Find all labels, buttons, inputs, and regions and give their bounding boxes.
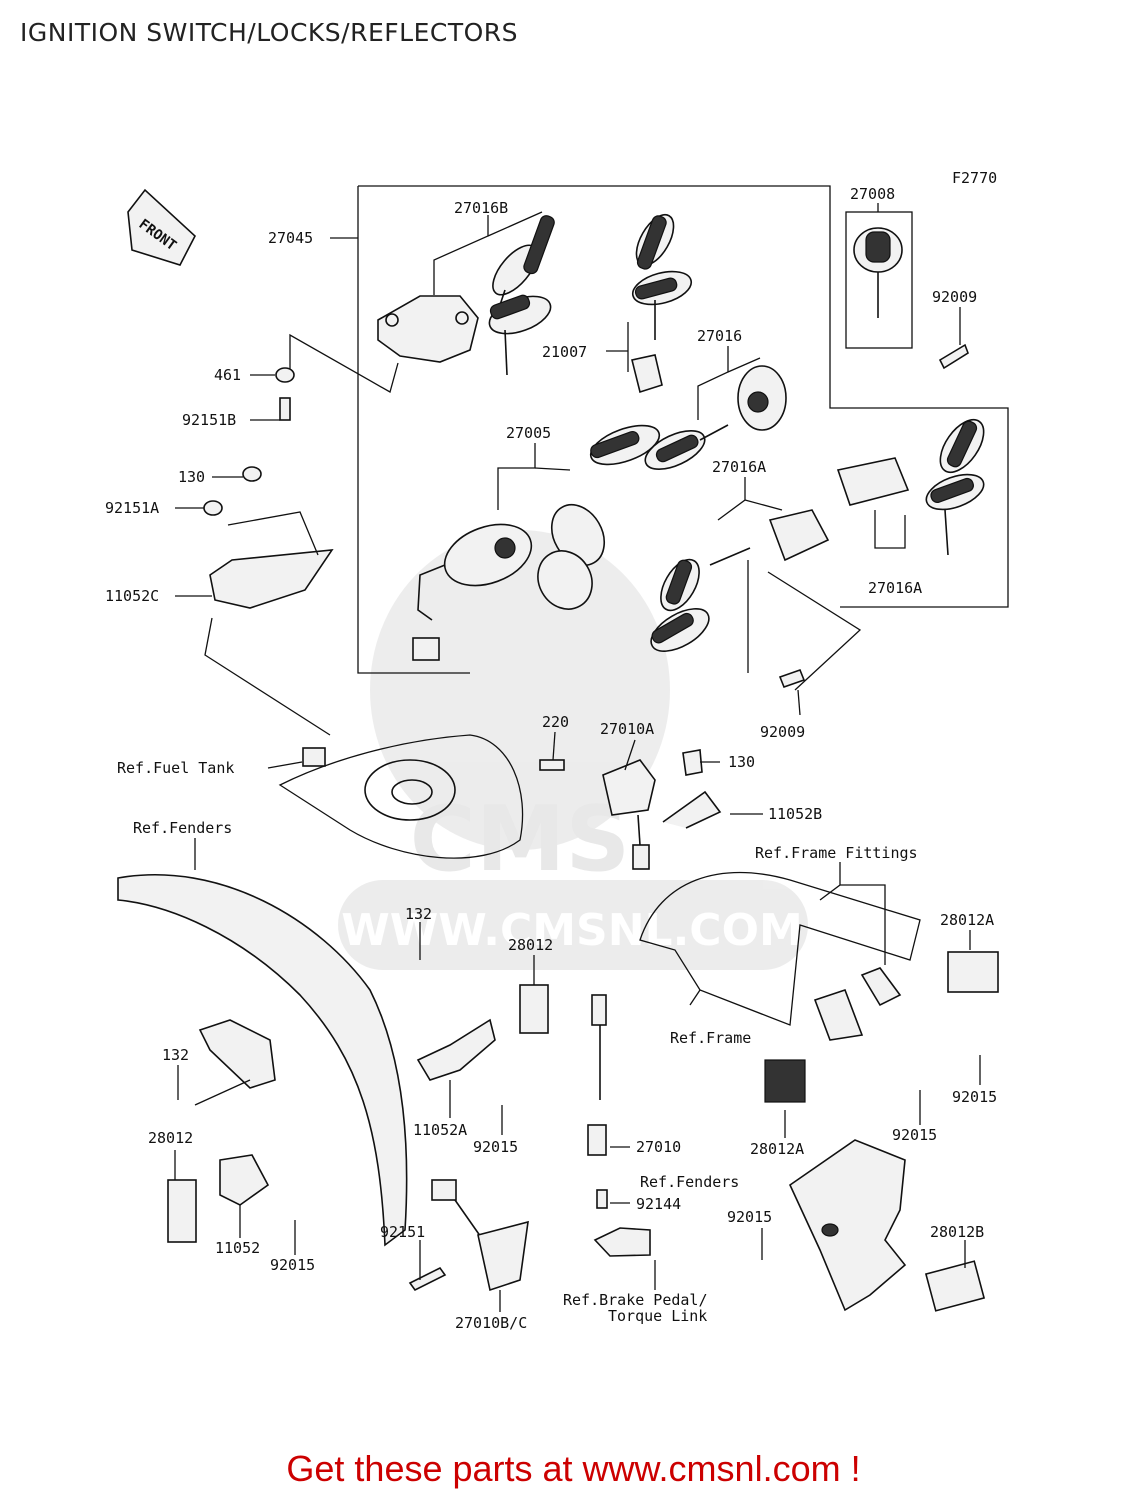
ignition-lock-27045 (377, 295, 479, 363)
switch-27010 (587, 994, 651, 1257)
label-130-right: 130 (728, 753, 755, 771)
label-132-lower: 132 (162, 1046, 189, 1064)
label-28012B: 28012B (930, 1223, 984, 1241)
label-92009: 92009 (932, 288, 977, 306)
label-27016A-right: 27016A (868, 579, 922, 597)
ref-fenders-rear: Ref.Fenders (640, 1173, 739, 1191)
leader-lines (174, 203, 981, 1312)
ref-fuel-tank: Ref.Fuel Tank (117, 759, 234, 777)
fuel-tank-ref (278, 734, 524, 859)
ref-torque-link: Torque Link (608, 1307, 707, 1325)
switch-27010BC (408, 1179, 529, 1292)
label-92015-lower: 92015 (727, 1208, 772, 1226)
footer-link[interactable]: Get these parts at www.cmsnl.com ! (286, 1448, 861, 1489)
bracket-11052C (204, 511, 334, 736)
label-130: 130 (178, 468, 205, 486)
parts-diagram: CMS WWW.CMSNL.COM FRONT F2770 (105, 169, 1009, 1332)
group-outline (289, 185, 1009, 674)
switch-27010A (602, 759, 722, 870)
label-461: 461 (214, 366, 241, 384)
label-28012A-lower: 28012A (750, 1140, 804, 1158)
label-92151B: 92151B (182, 411, 236, 429)
ref-brake-pedal: Ref.Brake Pedal/ (563, 1291, 708, 1309)
label-27010BC: 27010B/C (455, 1314, 527, 1332)
label-132-upper: 132 (405, 905, 432, 923)
label-27016A-center: 27016A (712, 458, 766, 476)
label-92144: 92144 (636, 1195, 681, 1213)
label-28012A-top: 28012A (940, 911, 994, 929)
label-28012-left: 28012 (148, 1129, 193, 1147)
label-27016: 27016 (697, 327, 742, 345)
label-27045: 27045 (268, 229, 313, 247)
ref-fenders-front: Ref.Fenders (133, 819, 232, 837)
label-27008: 27008 (850, 185, 895, 203)
key-27008 (845, 211, 913, 349)
label-92015-center: 92015 (473, 1138, 518, 1156)
label-28012-center: 28012 (508, 936, 553, 954)
front-fender-ref (117, 873, 408, 1247)
label-11052C: 11052C (105, 587, 159, 605)
label-11052A: 11052A (413, 1121, 467, 1139)
key-set-21007 (631, 213, 693, 394)
label-27010A: 27010A (600, 720, 654, 738)
ref-frame: Ref.Frame (670, 1029, 751, 1047)
label-11052B: 11052B (768, 805, 822, 823)
label-27016B: 27016B (454, 199, 508, 217)
label-92015-right: 92015 (952, 1088, 997, 1106)
watermark-url: WWW.CMSNL.COM (341, 905, 803, 956)
rear-fender-ref (788, 1139, 907, 1312)
label-220: 220 (542, 713, 569, 731)
brackets-11052 (219, 1018, 496, 1206)
fasteners (203, 343, 969, 776)
figure-code: F2770 (952, 169, 997, 187)
page-title: IGNITION SWITCH/LOCKS/REFLECTORS (20, 18, 519, 47)
ref-frame-fittings: Ref.Frame Fittings (755, 844, 918, 862)
key-set-27016B (488, 215, 555, 376)
label-92151A: 92151A (105, 499, 159, 517)
key-set-27016A-center (650, 509, 830, 652)
label-21007: 21007 (542, 343, 587, 361)
label-92015-mid: 92015 (892, 1126, 937, 1144)
reflectors (167, 951, 999, 1312)
label-92015-left: 92015 (270, 1256, 315, 1274)
key-set-27016A-right (836, 418, 985, 556)
watermark: CMS WWW.CMSNL.COM (338, 530, 808, 970)
label-27005: 27005 (506, 424, 551, 442)
label-92151: 92151 (380, 1223, 425, 1241)
frame-ref (639, 871, 921, 1041)
label-11052: 11052 (215, 1239, 260, 1257)
front-arrow-icon: FRONT (127, 188, 196, 266)
part-labels: 27016B 27045 461 92151B 130 92151A 11052… (105, 185, 997, 1332)
key-set-27016 (589, 365, 787, 470)
label-27010: 27010 (636, 1138, 681, 1156)
label-92009-lower: 92009 (760, 723, 805, 741)
ref-labels: Ref.Fuel Tank Ref.Fenders Ref.Frame Fitt… (117, 759, 918, 1325)
ignition-switch-27005 (412, 504, 606, 661)
